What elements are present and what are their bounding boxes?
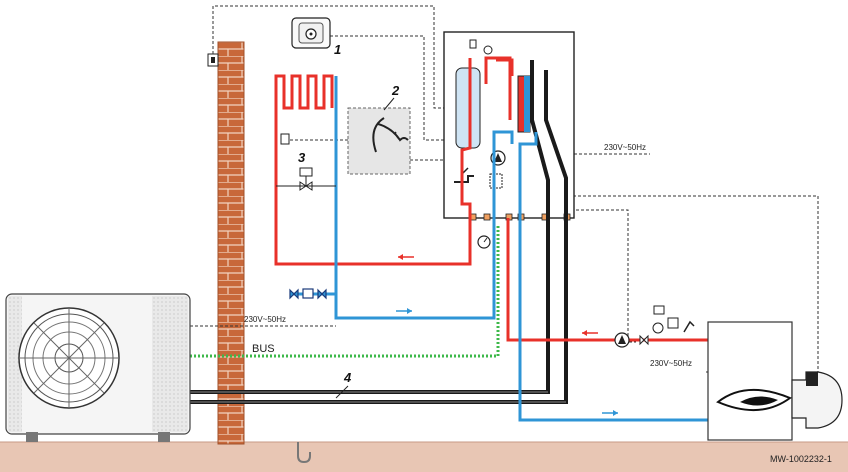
callout-1: 1 — [334, 42, 341, 57]
indoor-voltage-label: 230V~50Hz — [604, 143, 646, 152]
bus-cable — [190, 226, 500, 358]
brick-wall — [217, 41, 245, 445]
zone-valve-head — [280, 133, 290, 145]
callout-3: 3 — [298, 150, 306, 165]
gauge-icon — [483, 45, 493, 55]
thermostat-icon — [291, 17, 331, 49]
buffer-cylinder — [455, 67, 481, 149]
mixing-valve — [276, 167, 336, 191]
reference-code: MW-1002232-1 — [770, 454, 832, 464]
safety-group — [639, 305, 695, 346]
drain-pipe — [297, 442, 311, 464]
ground — [0, 442, 848, 472]
outdoor-heat-pump — [5, 293, 191, 442]
filter — [489, 173, 503, 189]
gauge-icon — [477, 235, 491, 249]
callout-2: 2 — [391, 83, 400, 98]
outdoor-voltage-label: 230V~50Hz — [244, 315, 286, 324]
burner-flame-icon — [716, 388, 793, 412]
flow-arrow-boiler — [582, 330, 598, 336]
sensor-box — [347, 107, 411, 175]
return-arrow-heating — [396, 308, 412, 314]
callout-4: 4 — [343, 370, 352, 385]
pump-icon — [614, 332, 630, 348]
outdoor-sensor-icon — [207, 53, 219, 67]
fan-icon — [18, 307, 120, 409]
bus-label: BUS — [252, 343, 275, 355]
isolation-valves — [289, 288, 327, 300]
boiler-voltage-label: 230V~50Hz — [650, 359, 692, 368]
return-arrow-boiler — [602, 410, 618, 416]
return-pipes — [290, 76, 708, 422]
boiler — [707, 321, 843, 441]
flow-arrow-heating — [398, 254, 414, 260]
